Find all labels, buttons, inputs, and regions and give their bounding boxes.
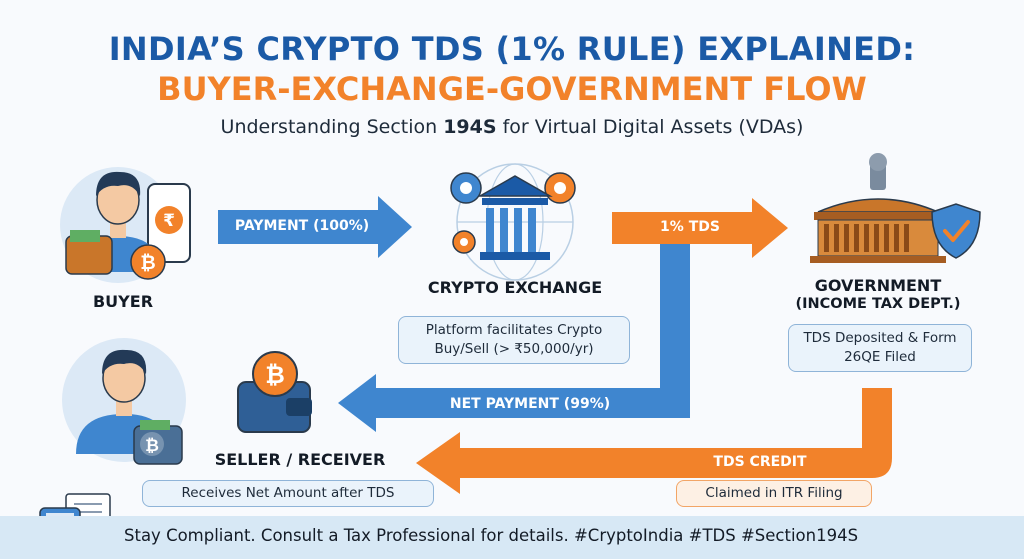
subtitle-text-start: Understanding Section <box>220 116 444 138</box>
wallet-bitcoin-illustration: ₿ <box>237 351 312 433</box>
footer-banner <box>0 516 1024 559</box>
subtitle-section-number: 194S <box>443 116 497 138</box>
net-payment-arrow <box>338 244 690 432</box>
exchange-illustration <box>450 163 576 281</box>
footer-text: Stay Compliant. Consult a Tax Profession… <box>124 526 859 545</box>
svg-text:₿: ₿ <box>140 252 155 274</box>
subtitle: Understanding Section 194S for Virtual D… <box>0 116 1024 138</box>
exchange-note: Platform facilitates Crypto Buy/Sell (> … <box>398 316 630 364</box>
title-line-2: BUYER-EXCHANGE-GOVERNMENT FLOW <box>157 70 867 108</box>
buyer-illustration: ₹ ₿ <box>60 167 191 283</box>
svg-text:₿: ₿ <box>145 436 159 456</box>
government-label: GOVERNMENT <box>814 276 942 295</box>
net-payment-arrow-label: NET PAYMENT (99%) <box>449 396 611 412</box>
government-sublabel: (INCOME TAX DEPT.) <box>795 296 961 312</box>
payment-arrow <box>218 196 412 258</box>
exchange-label: CRYPTO EXCHANGE <box>427 278 603 297</box>
government-note: TDS Deposited & Form 26QE Filed <box>788 324 972 372</box>
seller-illustration: ₿ <box>62 338 186 465</box>
tds-credit-arrow-label: TDS CREDIT <box>713 454 807 470</box>
seller-note: Receives Net Amount after TDS <box>142 480 434 507</box>
tds-credit-arrow <box>416 388 892 494</box>
government-illustration <box>810 153 981 263</box>
tds-arrow <box>612 198 788 258</box>
seller-label: SELLER / RECEIVER <box>214 450 386 469</box>
svg-text:₹: ₹ <box>163 211 175 231</box>
tds-credit-note: Claimed in ITR Filing <box>676 480 872 507</box>
subtitle-text-end: for Virtual Digital Assets (VDAs) <box>496 116 804 138</box>
svg-text:₿: ₿ <box>265 361 285 389</box>
payment-arrow-label: PAYMENT (100%) <box>234 218 370 234</box>
buyer-label: BUYER <box>92 292 154 311</box>
tds-arrow-label: 1% TDS <box>660 219 720 235</box>
title-line-1: INDIA’S CRYPTO TDS (1% RULE) EXPLAINED: <box>108 30 916 68</box>
